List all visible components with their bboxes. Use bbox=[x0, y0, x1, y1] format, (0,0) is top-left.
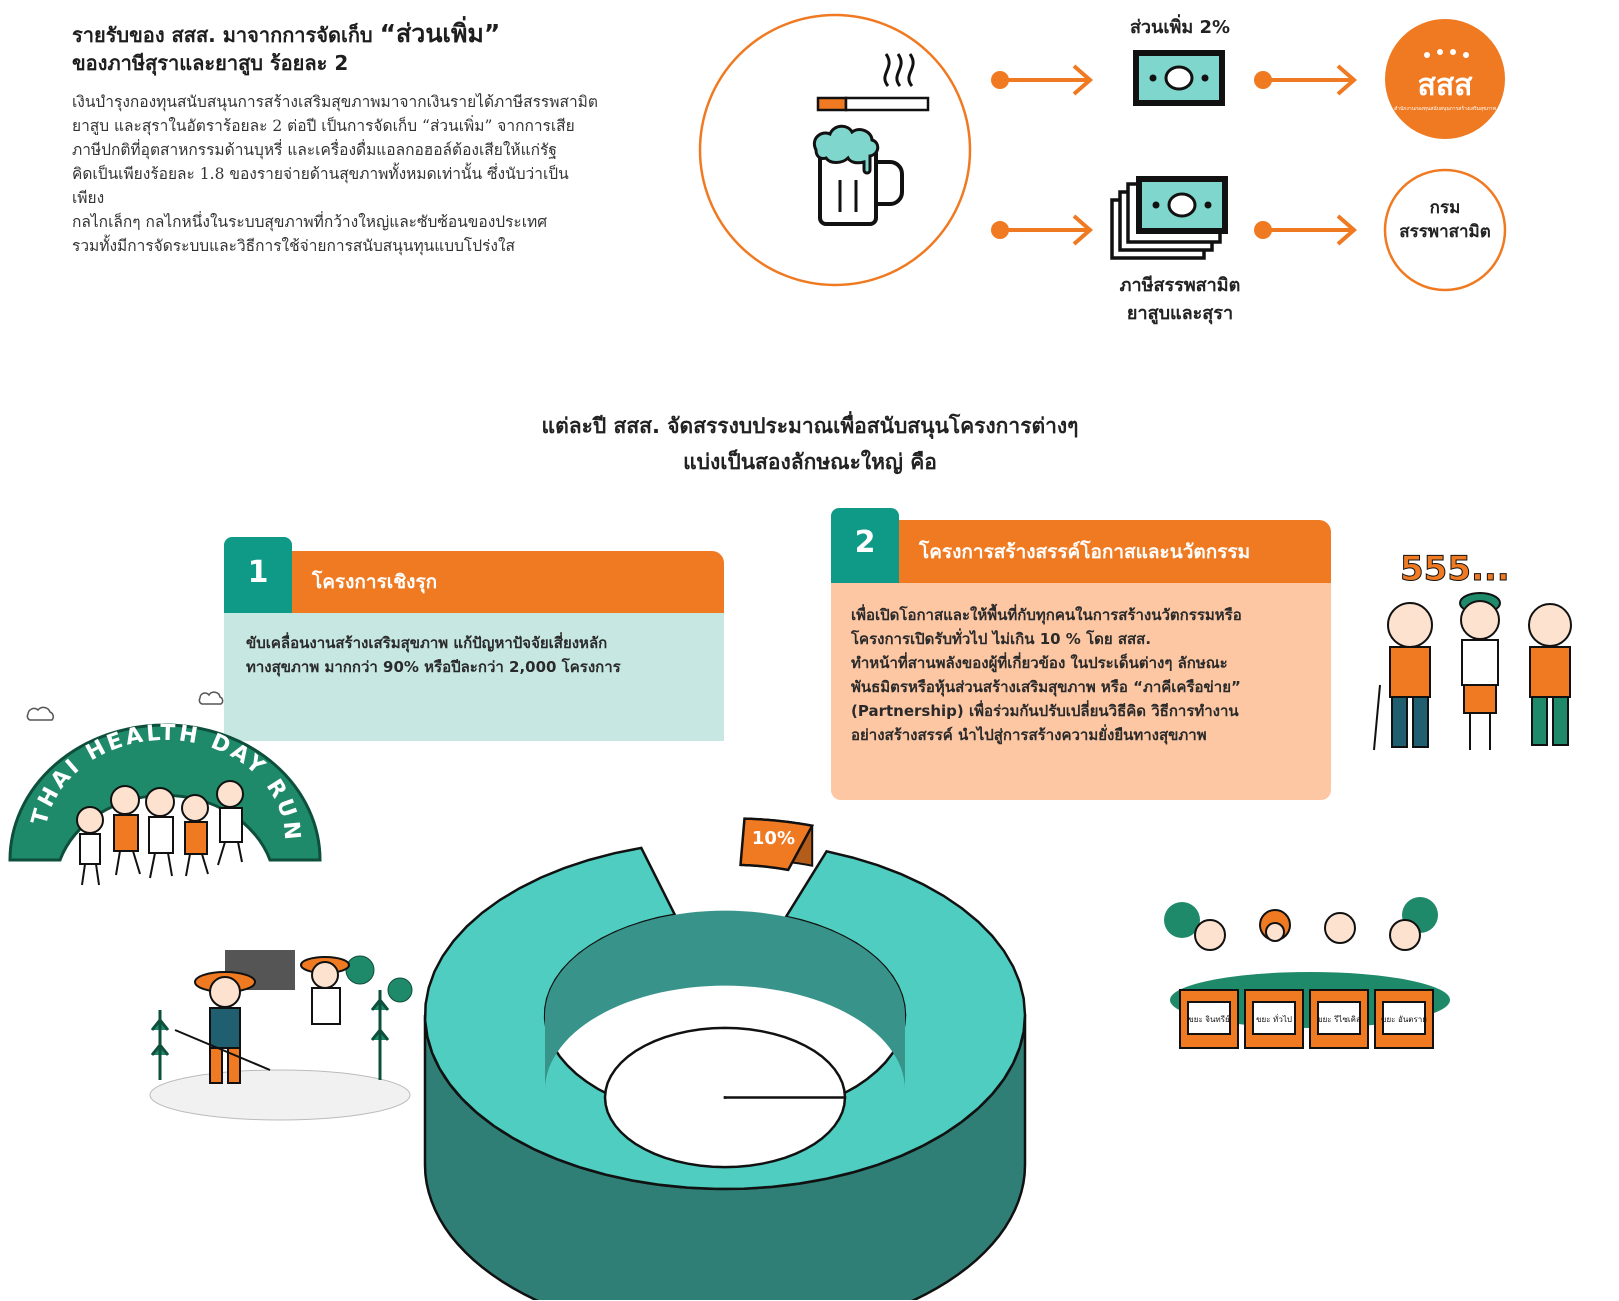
card-innovation: 2 โครงการสร้างสรรค์โอกาสและนวัตกรรม เพื่… bbox=[831, 508, 1331, 800]
beer-mug-icon bbox=[813, 124, 904, 226]
intro-title-line2: ของภาษีสุราและยาสูบ ร้อยละ 2 bbox=[72, 51, 349, 75]
card-line: (Partnership) เพื่อร่วมกันปรับเปลี่ยนวิธ… bbox=[851, 702, 1239, 720]
bin-label: ขยะ จินทรีย์ bbox=[1188, 1014, 1229, 1024]
laugh-text: 555... bbox=[1400, 549, 1510, 589]
tax-label-line2: ยาสูบและสุรา bbox=[1126, 303, 1234, 324]
intro-body-line: ยาสูบ และสุราในอัตราร้อยละ 2 ต่อปี เป็นก… bbox=[72, 117, 575, 135]
bin-label: ขยะ อันตราย bbox=[1381, 1015, 1427, 1024]
elder-figure bbox=[1528, 603, 1572, 746]
logo-text: สสส bbox=[1418, 68, 1474, 103]
section-heading-line1: แต่ละปี สสส. จัดสรรงบประมาณเพื่อสนับสนุน… bbox=[541, 414, 1079, 438]
intro-body-line: เงินบำรุงกองทุนสนับสนุนการสร้างเสริมสุขภ… bbox=[72, 93, 598, 111]
day-run-illustration: THAI HEALTH DAY RUN bbox=[8, 691, 322, 886]
farmer-figure bbox=[300, 956, 350, 1025]
bin-label: ขยะ รีไซเคิล bbox=[1317, 1015, 1361, 1024]
runner-figures bbox=[76, 780, 244, 886]
card-line: โครงการเปิดรับทั่วไป ไม่เกิน 10 % โดย สส… bbox=[851, 630, 1152, 648]
intro-title-highlight: “ส่วนเพิ่ม” bbox=[379, 19, 501, 48]
elder-figure bbox=[1459, 592, 1501, 750]
card-number-1: 1 bbox=[224, 537, 292, 613]
excise-circle bbox=[1383, 168, 1507, 292]
tax-label-line1: ภาษีสรรพสามิต bbox=[1119, 275, 1241, 296]
flow-diagram: สสส สำนักงานกองทุนสนับสนุนการสร้างเสริมส… bbox=[698, 13, 1507, 292]
banknote-icon bbox=[1133, 50, 1225, 106]
card-proactive: 1 โครงการเชิงรุก ขับเคลื่อนงานสร้างเสริม… bbox=[224, 537, 724, 741]
source-circle bbox=[698, 13, 972, 287]
ring-label-90: 90% bbox=[699, 800, 742, 812]
card-line: เพื่อเปิดโอกาสและให้พื้นที่กับทุกคนในการ… bbox=[851, 606, 1242, 624]
card-line: อย่างสร้างสรรค์ นำไปสู่การสร้างความยั่งย… bbox=[851, 726, 1207, 744]
arrow-to-surcharge bbox=[991, 64, 1094, 96]
recycling-illustration: ขยะ จินทรีย์ ขยะ ทั่วไป ขยะ รีไซเคิล ขยะ… bbox=[1164, 897, 1450, 1049]
arrow-to-thaihealth bbox=[1254, 64, 1358, 96]
intro-body-line: ภาษีปกติที่อุตสาหกรรมด้านบุหรี่ และเครื่… bbox=[72, 141, 557, 159]
card-number-2: 2 bbox=[831, 508, 899, 583]
surcharge-label: ส่วนเพิ่ม 2% bbox=[1129, 17, 1231, 38]
excise-label-line1: กรม bbox=[1429, 198, 1461, 218]
section-heading: แต่ละปี สสส. จัดสรรงบประมาณเพื่อสนับสนุน… bbox=[300, 408, 1320, 480]
elder-figure bbox=[1373, 602, 1433, 751]
ring-slice-90 bbox=[423, 846, 1027, 1191]
trash-bin-icon bbox=[1179, 989, 1434, 1049]
laughing-elders-illustration: 555... bbox=[1373, 549, 1572, 751]
banknote-stack-icon bbox=[1110, 176, 1228, 260]
arrow-to-tax bbox=[991, 214, 1094, 246]
bin-label: ขยะ ทั่วไป bbox=[1256, 1013, 1292, 1024]
intro-body-line: คิดเป็นเพียงร้อยละ 1.8 ของรายจ่ายด้านสุข… bbox=[72, 165, 569, 183]
cigarette-icon bbox=[816, 53, 930, 112]
card-title-1: โครงการเชิงรุก bbox=[292, 551, 724, 613]
intro-title-part1: รายรับของ สสส. มาจากการจัดเก็บ bbox=[72, 23, 373, 47]
farming-illustration bbox=[149, 950, 413, 1121]
excise-label-line2: สรรพาสามิต bbox=[1399, 222, 1491, 242]
cloud-icon bbox=[26, 691, 224, 721]
ring-label-10: 10% bbox=[752, 828, 795, 849]
intro-body-line: กลไกเล็กๆ กลไกหนึ่งในระบบสุขภาพที่กว้างใ… bbox=[72, 213, 548, 231]
arrow-to-excise bbox=[1254, 214, 1358, 246]
card-body-1: ขับเคลื่อนงานสร้างเสริมสุขภาพ แก้ปัญหาปั… bbox=[224, 613, 724, 741]
card-line: พันธมิตรหรือหุ้นส่วนสร้างเสริมสุขภาพ หรื… bbox=[851, 678, 1241, 696]
farmer-figure bbox=[174, 971, 271, 1084]
section-heading-line2: แบ่งเป็นสองลักษณะใหญ่ คือ bbox=[683, 450, 937, 474]
intro-body-line: เพียง bbox=[72, 189, 105, 207]
ring-slice-10 bbox=[739, 817, 815, 872]
excise-label: กรม สรรพาสามิต bbox=[1385, 196, 1505, 244]
person-figure bbox=[1194, 909, 1421, 951]
card-body-2: เพื่อเปิดโอกาสและให้พื้นที่กับทุกคนในการ… bbox=[831, 583, 1331, 800]
intro-body: เงินบำรุงกองทุนสนับสนุนการสร้างเสริมสุขภ… bbox=[72, 90, 672, 258]
intro-body-line: รวมทั้งมีการจัดระบบและวิธีการใช้จ่ายการส… bbox=[72, 237, 516, 255]
thaihealth-logo: สสส สำนักงานกองทุนสนับสนุนการสร้างเสริมส… bbox=[1385, 19, 1505, 139]
ring-hole bbox=[603, 1026, 847, 1169]
ring-inner-wall bbox=[545, 910, 905, 1090]
tax-label: ภาษีสรรพสามิต ยาสูบและสุรา bbox=[1080, 272, 1280, 328]
budget-ring-chart: 90% 10% bbox=[423, 800, 1027, 1300]
intro-title: รายรับของ สสส. มาจากการจัดเก็บ “ส่วนเพิ่… bbox=[72, 20, 672, 77]
card-line: ทางสุขภาพ มากกว่า 90% หรือปีละกว่า 2,000… bbox=[246, 658, 621, 676]
card-line: ขับเคลื่อนงานสร้างเสริมสุขภาพ แก้ปัญหาปั… bbox=[246, 634, 608, 652]
card-line: ทำหน้าที่สานพลังของผู้ที่เกี่ยวข้อง ในปร… bbox=[851, 654, 1228, 672]
logo-subtext: สำนักงานกองทุนสนับสนุนการสร้างเสริมสุขภา… bbox=[1394, 105, 1496, 112]
card-title-2: โครงการสร้างสรรค์โอกาสและนวัตกรรม bbox=[899, 520, 1331, 583]
